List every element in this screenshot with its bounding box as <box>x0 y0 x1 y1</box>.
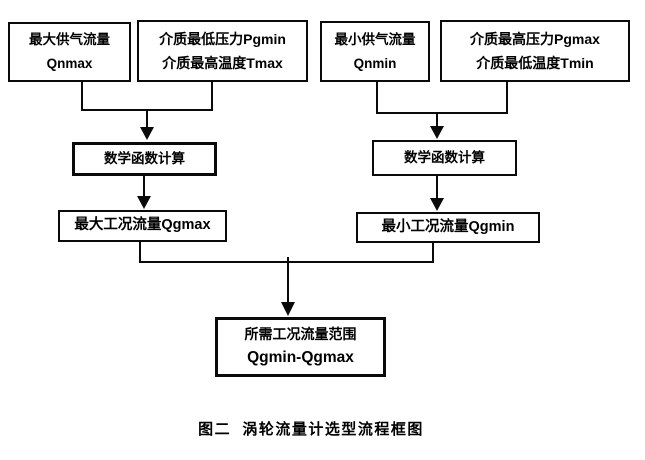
box-required-flow-range-line1: 所需工况流量范围 <box>244 326 357 343</box>
box-math-calc-right: 数学函数计算 <box>372 140 517 176</box>
box-min-supply-flow-line1: 最小供气流量 <box>334 31 416 47</box>
box-min-pressure-max-temp: 介质最低压力Pgmin 介质最高温度Tmax <box>137 20 308 82</box>
arrowhead-left-calc <box>140 127 154 140</box>
box-required-flow-range: 所需工况流量范围 Qgmin-Qgmax <box>215 317 386 377</box>
connector-bottom-merge <box>139 242 434 303</box>
figure-caption: 图二 涡轮流量计选型流程框图 <box>198 421 424 438</box>
box-min-pressure-line: 介质最低压力Pgmin <box>159 30 286 47</box>
box-max-supply-flow: 最大供气流量 Qnmax <box>8 22 131 82</box>
box-min-supply-flow: 最小供气流量 Qnmin <box>320 21 430 82</box>
connector-left-merge <box>81 82 213 128</box>
box-min-supply-flow-line2: Qnmin <box>353 55 397 71</box>
arrowhead-result <box>281 302 295 316</box>
box-max-supply-flow-line1: 最大供气流量 <box>29 32 110 48</box>
box-max-working-flow: 最大工况流量Qgmax <box>58 210 227 242</box>
box-min-temp-line: 介质最低温度Tmin <box>476 55 594 71</box>
box-math-calc-left-label: 数学函数计算 <box>104 151 185 167</box>
box-max-pressure-min-temp: 介质最高压力Pgmax 介质最低温度Tmin <box>440 20 630 82</box>
box-min-working-flow: 最小工况流量Qgmin <box>356 212 540 243</box>
box-max-pressure-line: 介质最高压力Pgmax <box>470 30 600 47</box>
arrowhead-qgmin <box>430 198 444 211</box>
arrowhead-right-calc <box>430 126 444 139</box>
box-math-calc-left: 数学函数计算 <box>72 142 217 176</box>
arrowhead-qgmax <box>137 196 151 209</box>
connector-right-merge <box>376 82 508 127</box>
box-min-working-flow-label: 最小工况流量Qgmin <box>381 218 515 235</box>
box-required-flow-range-line2: Qgmin-Qgmax <box>247 348 354 366</box>
box-math-calc-right-label: 数学函数计算 <box>404 150 485 166</box>
box-max-temp-line: 介质最高温度Tmax <box>162 55 283 71</box>
box-max-supply-flow-line2: Qnmax <box>46 56 93 71</box>
box-max-working-flow-label: 最大工况流量Qgmax <box>74 217 211 234</box>
